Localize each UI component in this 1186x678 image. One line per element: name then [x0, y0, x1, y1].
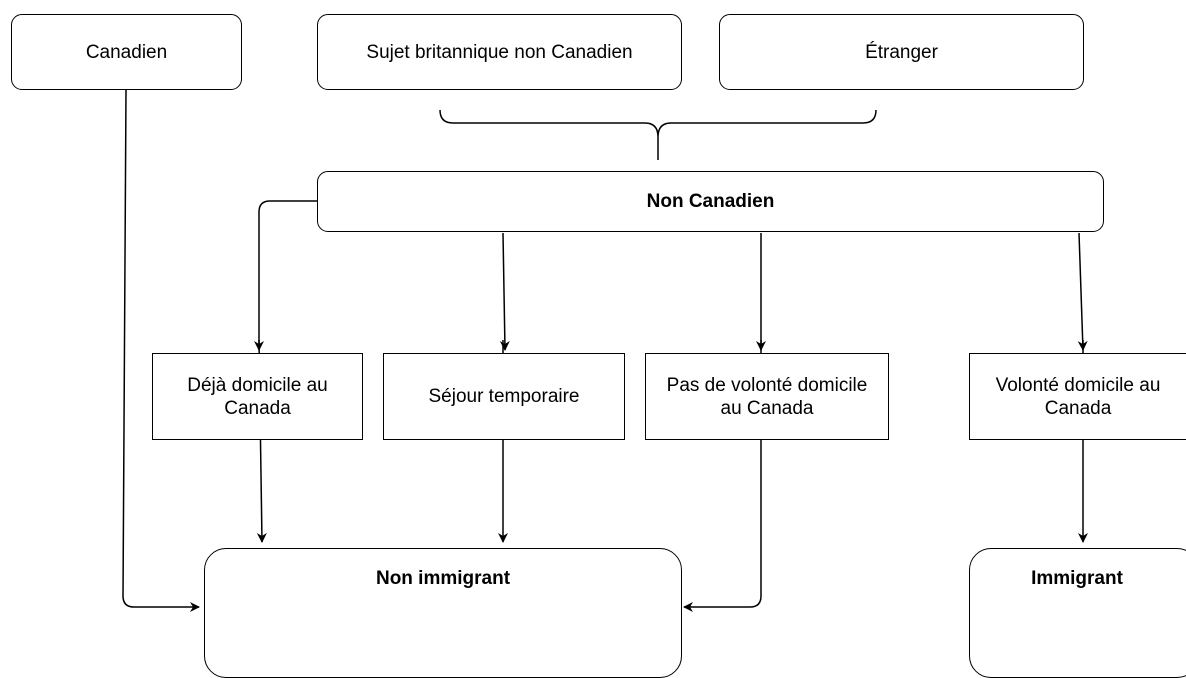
brace-grouping [439, 109, 877, 160]
node-non-immigrant-label: Non immigrant [375, 567, 511, 589]
node-immigrant: Immigrant [969, 548, 1186, 678]
node-sujet-britannique-label: Sujet britannique non Canadien [366, 41, 633, 63]
node-sujet-britannique: Sujet britannique non Canadien [317, 14, 682, 90]
node-deja-domicile: Déjà domicile au Canada [152, 353, 363, 440]
node-non-canadien-label: Non Canadien [646, 191, 775, 212]
node-non-canadien: Non Canadien [317, 171, 1104, 232]
node-sejour-temporaire-label: Séjour temporaire [428, 386, 580, 407]
node-immigrant-label: Immigrant [1031, 567, 1123, 589]
node-volonte-domicile: Volonté domicile au Canada [969, 353, 1186, 440]
node-deja-domicile-label: Déjà domicile au Canada [187, 374, 328, 419]
node-etranger-label: Étranger [865, 41, 938, 63]
node-etranger: Étranger [719, 14, 1084, 90]
node-sejour-temporaire: Séjour temporaire [383, 353, 625, 440]
edge-non-canadien-to-sejour [499, 232, 510, 351]
node-volonte-domicile-label: Volonté domicile au Canada [995, 374, 1161, 419]
node-pas-de-volonte-label: Pas de volonté domicile au Canada [666, 374, 868, 419]
node-pas-de-volonte: Pas de volonté domicile au Canada [645, 353, 889, 440]
edge-pas-de-volonte-to-non-immigrant [683, 340, 762, 612]
edge-canadien-to-non-immigrant [122, 89, 200, 612]
edge-non-canadien-to-deja-domicile [254, 200, 317, 351]
node-canadien: Canadien [11, 14, 242, 90]
node-non-immigrant: Non immigrant [204, 548, 682, 678]
edge-non-canadien-to-volonte [1077, 232, 1088, 351]
node-canadien-label: Canadien [85, 41, 168, 63]
flowchart-diagram: Canadien Sujet britannique non Canadien … [11, 14, 1186, 678]
